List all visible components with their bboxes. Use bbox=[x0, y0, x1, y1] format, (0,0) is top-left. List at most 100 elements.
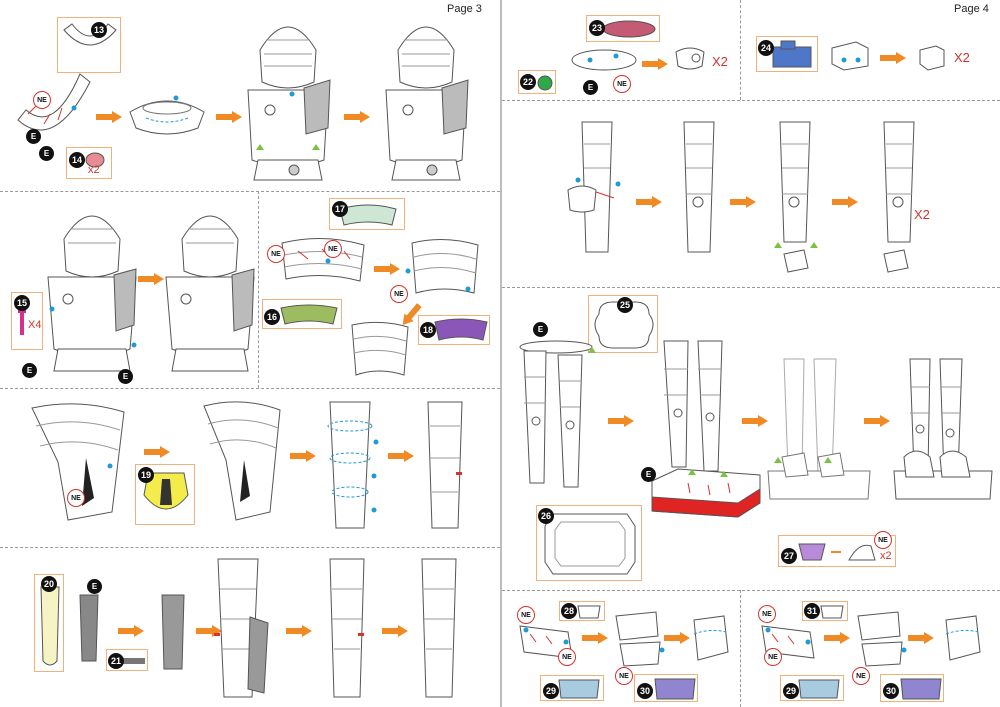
part-26-drawing bbox=[544, 513, 636, 575]
ankle-bracket-drawing bbox=[831, 41, 869, 71]
divider-col-row-4 bbox=[740, 590, 741, 707]
gauntlet-plate-drawing-l2 bbox=[615, 611, 665, 667]
step-leg-plate-assembly: NE 19 bbox=[0, 388, 500, 547]
page-number-4: Page 4 bbox=[954, 3, 989, 15]
step-knee-joint-assembly: 23 22 E NE X2 bbox=[502, 0, 740, 100]
ne-marker-gauntlet-l2: NE bbox=[558, 648, 576, 666]
greave-part-drawing bbox=[79, 594, 99, 662]
ne-marker-arm-3: NE bbox=[390, 285, 408, 303]
page-3: Page 3 13 NE E E 14 x2 bbox=[0, 3, 500, 707]
divider-col-row-1 bbox=[740, 0, 741, 100]
ne-marker-arm-2: NE bbox=[324, 240, 342, 258]
part-13-number: 13 bbox=[91, 22, 107, 38]
part-29-drawing-l bbox=[558, 679, 600, 699]
part-30-drawing-r bbox=[900, 678, 942, 700]
part-19-number: 19 bbox=[138, 467, 154, 483]
ne-marker-gauntlet-r3: NE bbox=[852, 667, 870, 685]
arrow-step-25 bbox=[908, 632, 934, 644]
ne-marker-base: NE bbox=[874, 531, 892, 549]
arrow-step-5 bbox=[374, 263, 400, 275]
divider-row-1 bbox=[0, 191, 500, 192]
part-27-quantity: x2 bbox=[880, 550, 892, 562]
part-13-inset bbox=[57, 17, 121, 73]
part-23-number: 23 bbox=[589, 20, 605, 36]
part-14-quantity: x2 bbox=[88, 164, 100, 176]
arrow-step-1 bbox=[96, 111, 122, 123]
part-30-number-r: 30 bbox=[883, 683, 899, 699]
leg-tube-drawing-1 bbox=[327, 401, 379, 529]
step-shoulder-assembly: 15 X4 E E bbox=[0, 191, 258, 388]
helmet-torso-drawing-2 bbox=[385, 26, 469, 181]
knee-joint-result-drawing bbox=[675, 47, 705, 70]
part-31-drawing bbox=[820, 605, 844, 619]
step-greave-assembly: 20 E 21 bbox=[0, 547, 500, 707]
e-marker-shoulder-1: E bbox=[22, 363, 37, 378]
arm-plate-drawing-2 bbox=[405, 238, 479, 294]
leg-join-drawing-1 bbox=[567, 121, 621, 253]
arrow-step-12 bbox=[286, 625, 312, 637]
part-27-number: 27 bbox=[781, 548, 797, 564]
gauntlet-result-drawing-l bbox=[693, 615, 729, 661]
divider-row-2-p4 bbox=[502, 287, 1000, 288]
part-29-number-r: 29 bbox=[783, 683, 799, 699]
e-marker-collar-1: E bbox=[26, 129, 41, 144]
arrow-step-18 bbox=[832, 196, 858, 208]
arrow-step-7 bbox=[144, 446, 170, 458]
e-marker-greave: E bbox=[87, 579, 102, 594]
part-31-number: 31 bbox=[804, 603, 820, 619]
ne-marker-gauntlet-r1: NE bbox=[758, 605, 776, 623]
ne-marker-gauntlet-r2: NE bbox=[764, 648, 782, 666]
part-29-drawing-r bbox=[798, 679, 840, 699]
ne-marker-arm-1: NE bbox=[267, 245, 285, 263]
arrow-step-22 bbox=[582, 632, 608, 644]
part-30-number-l: 30 bbox=[637, 683, 653, 699]
arm-plate-drawing-3 bbox=[351, 321, 409, 376]
knee-joint-quantity: X2 bbox=[712, 54, 728, 69]
e-marker-knee: E bbox=[583, 80, 598, 95]
arrow-step-8 bbox=[290, 450, 316, 462]
step-gauntlet-left: 28 NE NE 29 NE 30 bbox=[502, 590, 740, 707]
part-16-drawing bbox=[280, 304, 338, 325]
part-13-drawing bbox=[63, 23, 117, 46]
ne-marker-knee: NE bbox=[613, 75, 631, 93]
arrow-step-13 bbox=[382, 625, 408, 637]
arrow-step-20 bbox=[742, 415, 768, 427]
collar-ring-drawing bbox=[129, 95, 205, 135]
e-marker-base-2: E bbox=[641, 467, 656, 482]
legs-on-base-drawing-1 bbox=[767, 358, 871, 500]
legs-on-base-drawing-2 bbox=[893, 358, 993, 500]
knee-disc-drawing bbox=[571, 49, 637, 71]
ne-marker-gauntlet-l3: NE bbox=[615, 667, 633, 685]
armored-torso-drawing-2 bbox=[165, 215, 255, 372]
leg-plate-drawing-2 bbox=[203, 401, 281, 521]
part-17-number: 17 bbox=[332, 201, 348, 217]
greave-part-drawing-2 bbox=[161, 594, 185, 670]
step-leg-join: X2 bbox=[502, 100, 1000, 287]
arm-plate-drawing bbox=[281, 238, 365, 282]
part-22-drawing bbox=[537, 75, 553, 91]
part-21-drawing bbox=[121, 658, 145, 664]
arrow-step-9 bbox=[388, 450, 414, 462]
gauntlet-result-drawing-r bbox=[945, 615, 981, 661]
part-21-number: 21 bbox=[108, 653, 124, 669]
part-14-number: 14 bbox=[69, 152, 85, 168]
leg-join-quantity: X2 bbox=[914, 207, 930, 222]
base-plate-drawing bbox=[651, 468, 761, 518]
part-16-number: 16 bbox=[264, 309, 280, 325]
leg-join-drawing-2 bbox=[683, 121, 715, 253]
part-27-inset bbox=[778, 535, 896, 567]
page-divider bbox=[500, 0, 502, 707]
part-28-drawing bbox=[577, 605, 601, 619]
arrow-step-10 bbox=[118, 625, 144, 637]
divider-row-1-p4 bbox=[502, 100, 1000, 101]
page-number-3: Page 3 bbox=[447, 3, 482, 15]
greave-tube-drawing-1 bbox=[214, 558, 269, 698]
ne-marker-gauntlet-l1: NE bbox=[517, 606, 535, 624]
divider-row-2 bbox=[0, 388, 500, 389]
part-14-drawing bbox=[85, 152, 105, 168]
step-ankle-bracket-assembly: 24 X2 bbox=[740, 0, 1000, 100]
part-18-number: 18 bbox=[420, 322, 436, 338]
part-28-number: 28 bbox=[561, 603, 577, 619]
ne-marker-collar: NE bbox=[33, 91, 51, 109]
greave-tube-drawing-3 bbox=[421, 558, 457, 698]
